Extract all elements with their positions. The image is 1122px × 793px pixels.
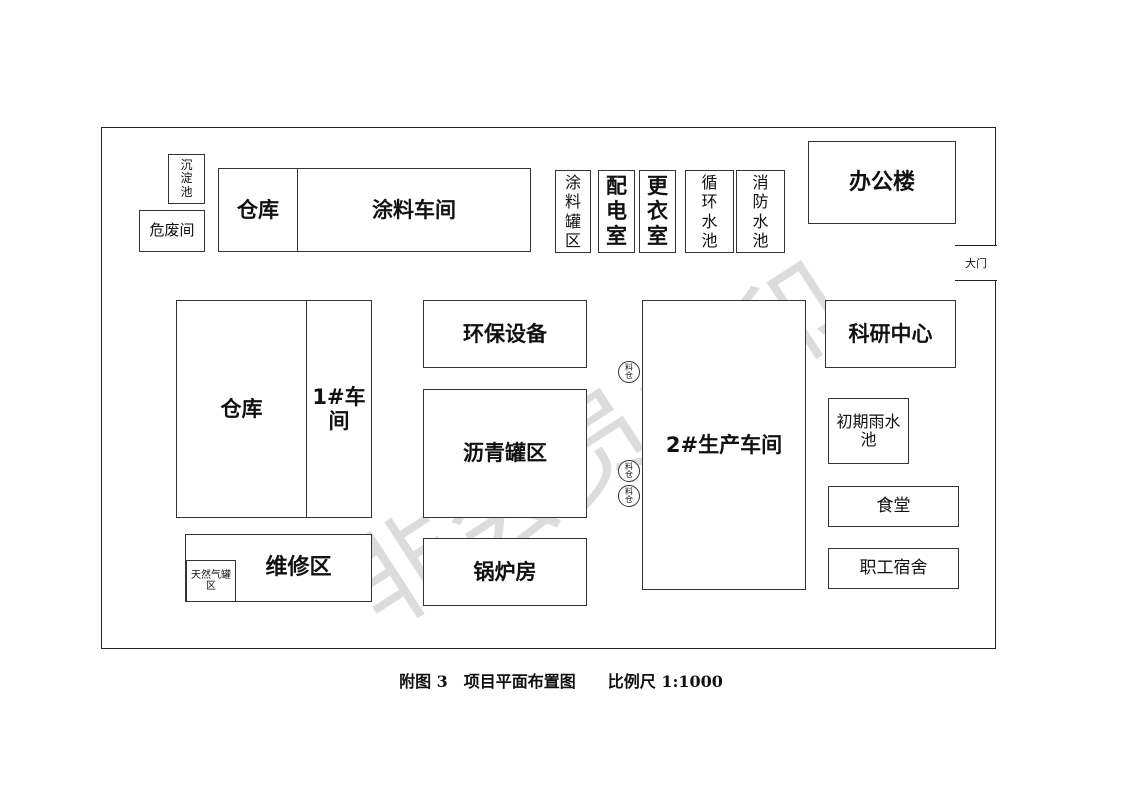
production-workshop-2-label: 2#生产车间 [665,432,783,457]
canteen-label: 食堂 [876,495,911,516]
asphalt-tank-area: 沥青罐区 [423,389,587,518]
environmental-equipment: 环保设备 [423,300,587,368]
sedimentation-tank: 沉淀池 [168,154,205,204]
workshop-1: 1#车间 [306,300,372,518]
warehouse-left-label: 仓库 [220,396,263,421]
main-gate: 大门 [955,245,997,281]
changing-room: 更衣室 [639,170,676,253]
office-building-label: 办公楼 [848,169,915,195]
coating-workshop: 涂料车间 [297,168,531,252]
research-center-label: 科研中心 [848,321,933,346]
material-silo-2-label: 料仓 [625,462,633,479]
figure-caption: 附图 3 项目平面布置图 比例尺 1:1000 [399,672,723,691]
staff-dormitory: 职工宿舍 [828,548,959,589]
natural-gas-tank-area-label: 天然气罐区 [191,569,231,593]
warehouse-top: 仓库 [218,168,298,252]
material-silo-1: 料仓 [618,361,640,383]
material-silo-3: 料仓 [618,485,640,507]
initial-rainwater-pool-label: 初期雨水池 [836,411,901,449]
changing-room-label: 更衣室 [647,173,668,249]
coating-tank-area: 涂料罐区 [555,170,591,253]
maintenance-area-label: 维修区 [265,555,332,581]
asphalt-tank-area-label: 沥青罐区 [463,441,547,466]
research-center: 科研中心 [825,300,956,368]
coating-workshop-label: 涂料车间 [372,197,456,222]
natural-gas-tank-area: 天然气罐区 [186,560,236,602]
material-silo-3-label: 料仓 [625,487,633,504]
main-gate-label: 大门 [965,257,987,270]
site-boundary [101,127,996,649]
power-distribution-room: 配电室 [598,170,635,253]
production-workshop-2: 2#生产车间 [642,300,806,590]
material-silo-2: 料仓 [618,460,640,482]
staff-dormitory-label: 职工宿舍 [859,557,928,578]
material-silo-1-label: 料仓 [625,363,633,380]
hazardous-waste-label: 危废间 [149,221,195,240]
fire-water-pool-label: 消防水池 [752,173,769,250]
circulating-water-pool: 循环水池 [685,170,734,253]
sedimentation-tank-label: 沉淀池 [180,158,193,199]
office-building: 办公楼 [808,141,956,224]
boiler-room-label: 锅炉房 [473,559,537,584]
canteen: 食堂 [828,486,959,527]
power-distribution-label: 配电室 [606,173,627,249]
fire-water-pool: 消防水池 [736,170,785,253]
warehouse-left: 仓库 [176,300,307,518]
environmental-equipment-label: 环保设备 [463,321,547,346]
hazardous-waste-room: 危废间 [139,210,205,252]
coating-tank-area-label: 涂料罐区 [564,173,581,250]
circulating-water-pool-label: 循环水池 [701,173,718,250]
initial-rainwater-pool: 初期雨水池 [828,398,909,464]
warehouse-top-label: 仓库 [237,197,279,222]
boiler-room: 锅炉房 [423,538,587,606]
workshop-1-label: 1#车间 [312,384,366,433]
